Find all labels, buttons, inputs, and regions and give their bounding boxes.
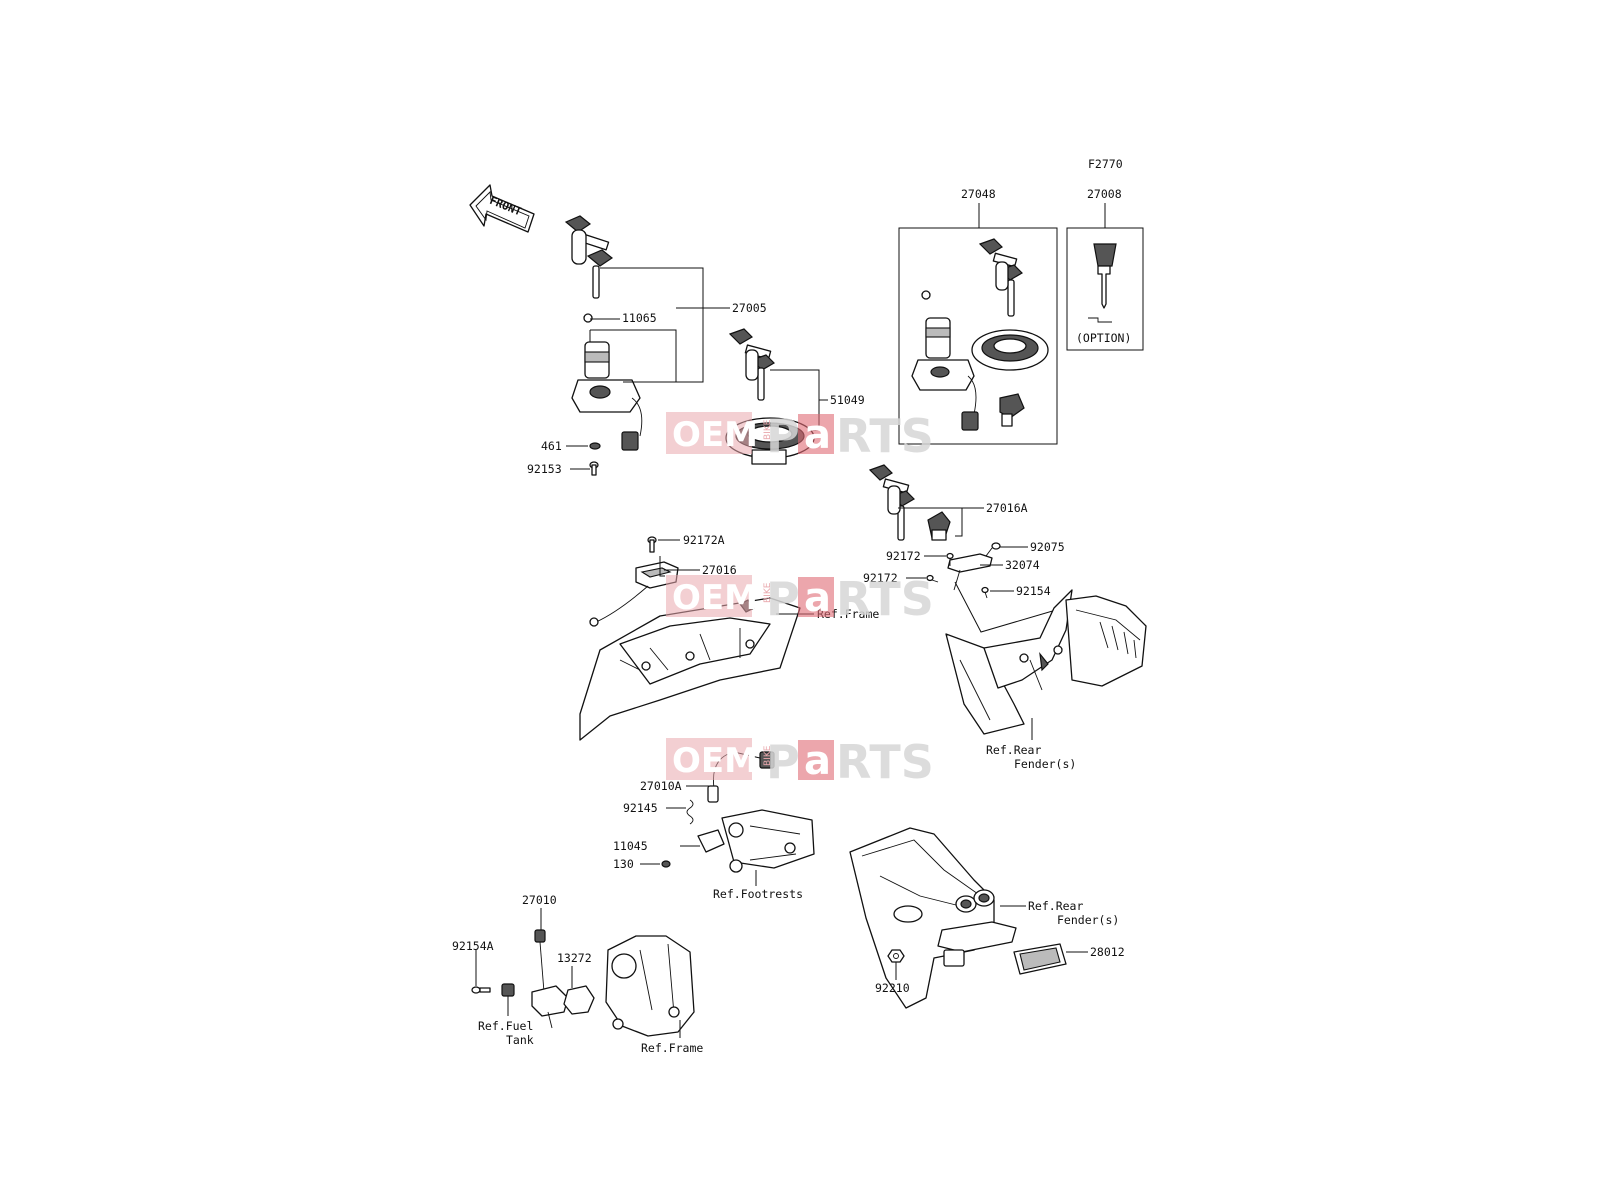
svg-text:OEM: OEM <box>672 578 758 618</box>
screw-92172-lower-icon <box>926 574 939 583</box>
ref-rear-fender-1-line1: Ref.Rear <box>986 743 1041 757</box>
frame-subframe-icon <box>579 597 801 741</box>
label-92153: 92153 <box>527 462 562 476</box>
svg-text:P: P <box>766 572 800 626</box>
svg-text:a: a <box>804 738 831 784</box>
svg-text:a: a <box>804 412 831 458</box>
bracket-11045-icon <box>697 829 725 853</box>
label-27010A: 27010A <box>640 779 682 793</box>
label-13272: 13272 <box>557 951 592 965</box>
kit-27048-switch-icon <box>911 290 979 431</box>
option-label: (OPTION) <box>1076 331 1131 345</box>
switch-27010-icon <box>531 929 569 1029</box>
label-92172-upper: 92172 <box>886 549 921 563</box>
nut-92210-icon <box>887 949 905 963</box>
label-92172-lower: 92172 <box>863 571 898 585</box>
svg-text:RTS: RTS <box>836 735 934 789</box>
kit-27048-key-icon <box>978 238 1023 317</box>
label-11045: 11045 <box>613 839 648 853</box>
svg-text:RTS: RTS <box>836 572 934 626</box>
ignition-switch-27005-icon <box>571 313 643 451</box>
label-130: 130 <box>613 857 634 871</box>
frame-lower-icon <box>605 935 695 1037</box>
ref-rear-fender-2-line2: Fender(s) <box>1057 913 1119 927</box>
label-32074: 32074 <box>1005 558 1040 572</box>
label-92154A: 92154A <box>452 939 494 953</box>
key-27016A-icon <box>868 464 915 541</box>
screw-92154A-icon <box>471 986 491 994</box>
rear-fender-lower-icon <box>849 827 1017 1009</box>
svg-text:P: P <box>766 409 800 463</box>
kit-27048-cap-icon <box>971 329 1049 371</box>
svg-text:BIKE: BIKE <box>763 419 773 440</box>
grommet-fuel-tank-icon <box>501 983 515 997</box>
label-27010: 27010 <box>522 893 557 907</box>
ref-rear-fender-2-line1: Ref.Rear <box>1028 899 1083 913</box>
svg-text:BIKE: BIKE <box>763 745 773 766</box>
license-light-28012-icon <box>1013 943 1067 975</box>
svg-text:OEM: OEM <box>672 741 758 781</box>
screw-92172A-icon <box>647 536 657 553</box>
spring-92145-icon <box>686 799 694 825</box>
option-27008-box <box>1066 227 1144 351</box>
label-11065: 11065 <box>622 311 657 325</box>
svg-text:RTS: RTS <box>836 409 934 463</box>
kit-27048-lock-icon <box>999 393 1025 427</box>
diagram-code: F2770 <box>1088 157 1123 171</box>
ref-fuel-tank-line2: Tank <box>506 1033 534 1047</box>
ref-footrests: Ref.Footrests <box>713 887 803 901</box>
screw-92154-icon <box>981 586 989 599</box>
label-461: 461 <box>541 439 562 453</box>
ref-fuel-tank-line1: Ref.Fuel <box>478 1019 533 1033</box>
front-arrow-icon: FRONT <box>469 184 535 233</box>
label-27016: 27016 <box>702 563 737 577</box>
label-92145: 92145 <box>623 801 658 815</box>
watermark-2: OEM BIKE P a RTS <box>666 572 934 626</box>
option-key-27008-icon <box>1088 243 1117 323</box>
svg-text:OEM: OEM <box>672 415 758 455</box>
footrest-bracket-icon <box>721 809 815 873</box>
ref-frame-2: Ref.Frame <box>641 1041 703 1055</box>
bracket-13272-icon <box>563 985 595 1015</box>
svg-text:P: P <box>766 735 800 789</box>
screw-92153-icon <box>589 461 599 476</box>
screw-92172-upper-icon <box>946 552 954 566</box>
label-92210: 92210 <box>875 981 910 995</box>
label-92075: 92075 <box>1030 540 1065 554</box>
watermark-3: OEM BIKE P a RTS <box>666 735 934 789</box>
label-27008: 27008 <box>1087 187 1122 201</box>
svg-text:a: a <box>804 575 831 621</box>
bolt-130-icon <box>661 860 671 868</box>
label-27016A: 27016A <box>986 501 1028 515</box>
watermark-1: OEM BIKE P a RTS <box>666 409 934 463</box>
key-51049-icon <box>728 328 775 401</box>
label-27048: 27048 <box>961 187 996 201</box>
label-28012: 28012 <box>1090 945 1125 959</box>
key-set-27005-top-key-icon <box>564 215 614 299</box>
label-51049: 51049 <box>830 393 865 407</box>
svg-text:BIKE: BIKE <box>763 582 773 603</box>
bracket-32074-icon <box>947 553 993 591</box>
ref-rear-fender-1-line2: Fender(s) <box>1014 757 1076 771</box>
label-27005: 27005 <box>732 301 767 315</box>
seat-lock-27016A-icon <box>927 511 951 541</box>
label-92172A: 92172A <box>683 533 725 547</box>
washer-461-icon <box>589 442 601 450</box>
screw-92075-icon <box>985 542 1001 557</box>
rear-fender-upper-icon <box>945 589 1147 735</box>
kit-27048-box <box>898 227 1058 445</box>
label-92154: 92154 <box>1016 584 1051 598</box>
